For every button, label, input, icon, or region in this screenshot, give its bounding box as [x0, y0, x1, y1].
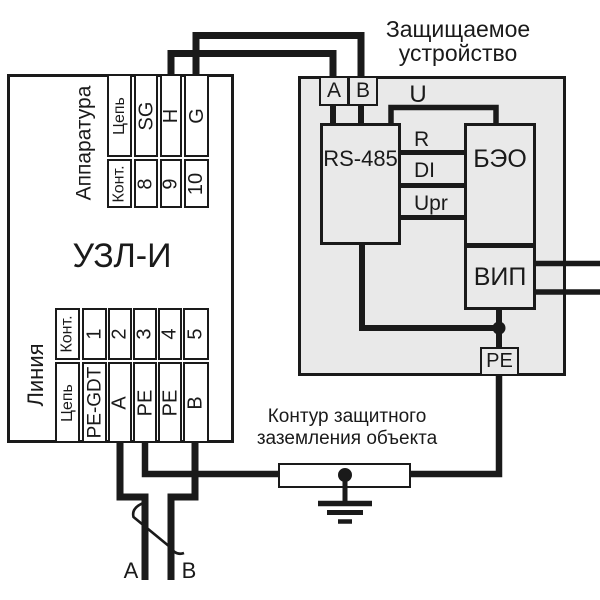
line-wire-a-label: A — [123, 558, 139, 583]
rs485-block: RS-485 — [320, 123, 401, 245]
ground-bus-bar — [278, 463, 411, 488]
contact-5: 5 — [185, 328, 207, 340]
uzl-label: УЗЛ-И — [72, 237, 172, 275]
terminal-cell-contact-8: 8 — [134, 159, 158, 208]
device-terminal-b-label: B — [355, 79, 370, 102]
device-terminal-a: A — [319, 76, 349, 106]
contact-8: 8 — [135, 177, 157, 190]
beo-block: БЭО — [464, 123, 536, 246]
equipment-circuit-header-cell: Цепь — [107, 74, 132, 157]
terminal-cell-contact-1: 1 — [82, 308, 107, 360]
device-pe-terminal-label: PE — [486, 350, 513, 372]
circuit-sg: SG — [135, 101, 157, 130]
protected-device-title-line1: Защищаемое — [385, 16, 531, 42]
contact-2: 2 — [109, 328, 131, 340]
device-terminal-a-label: A — [326, 79, 341, 102]
terminal-cell-contact-5: 5 — [183, 308, 209, 360]
terminal-cell-circuit-pegdt: PE-GDT — [82, 362, 107, 443]
line-circuit-header-cell: Цепь — [55, 362, 80, 443]
ground-loop-label: Контур защитного заземления объекта — [247, 406, 447, 450]
circuit-a: A — [109, 395, 131, 410]
circuit-b: B — [185, 395, 207, 410]
line-side-group-label: Линия — [22, 343, 48, 407]
terminal-cell-circuit-b: B — [183, 362, 209, 443]
circuit-pe-gdt: PE-GDT — [84, 366, 105, 439]
equipment-contact-header: Конт. — [110, 164, 128, 203]
terminal-cell-contact-9: 9 — [160, 159, 182, 208]
terminal-cell-circuit-pe4: PE — [158, 362, 182, 443]
rs485-block-label: RS-485 — [323, 146, 398, 171]
contact-10: 10 — [185, 172, 208, 195]
equipment-circuit-header: Цепь — [110, 96, 128, 135]
vip-block: ВИП — [464, 245, 536, 310]
circuit-h: H — [159, 108, 182, 123]
terminal-cell-contact-4: 4 — [158, 308, 182, 360]
circuit-pe-3: PE — [134, 389, 156, 416]
protected-device-title: Защищаемое устройство — [368, 17, 548, 65]
contact-3: 3 — [134, 328, 156, 340]
device-pe-terminal: PE — [480, 347, 519, 376]
contact-9: 9 — [160, 177, 182, 190]
circuit-pe-4: PE — [159, 389, 181, 416]
ground-loop-label-line2: заземления объекта — [256, 428, 438, 449]
contact-1: 1 — [83, 328, 106, 340]
terminal-cell-contact-3: 3 — [133, 308, 157, 360]
circuit-g: G — [185, 107, 208, 124]
vip-block-label: ВИП — [473, 263, 527, 291]
contact-4: 4 — [159, 328, 181, 340]
line-circuit-header: Цепь — [58, 383, 76, 422]
terminal-cell-circuit-pe3: PE — [133, 362, 157, 443]
signal-u-label: U — [409, 81, 427, 108]
ground-loop-label-line1: Контур защитного — [267, 406, 427, 427]
signal-di-label: DI — [414, 159, 435, 182]
protected-device-title-line2: устройство — [398, 40, 518, 66]
wire-g-to-terminal-b — [192, 32, 365, 78]
line-contact-header: Конт. — [58, 315, 76, 353]
line-wire-b-label: B — [181, 558, 197, 583]
equipment-side-group-label: Аппаратура — [72, 85, 96, 201]
terminal-cell-circuit-a: A — [108, 362, 132, 443]
twisted-pair-icon — [131, 500, 185, 556]
terminal-cell-contact-10: 10 — [184, 159, 209, 208]
device-terminal-b: B — [348, 76, 378, 106]
terminal-cell-contact-2: 2 — [108, 308, 132, 360]
line-contact-header-cell: Конт. — [55, 308, 80, 360]
signal-r-label: R — [414, 128, 430, 151]
beo-block-label: БЭО — [473, 145, 527, 173]
terminal-cell-circuit-sg: SG — [134, 74, 158, 157]
terminal-cell-circuit-h: H — [160, 74, 182, 157]
signal-upr-label: Upr — [414, 192, 448, 215]
terminal-cell-circuit-g: G — [184, 74, 209, 157]
equipment-contact-header-cell: Конт. — [107, 159, 132, 208]
